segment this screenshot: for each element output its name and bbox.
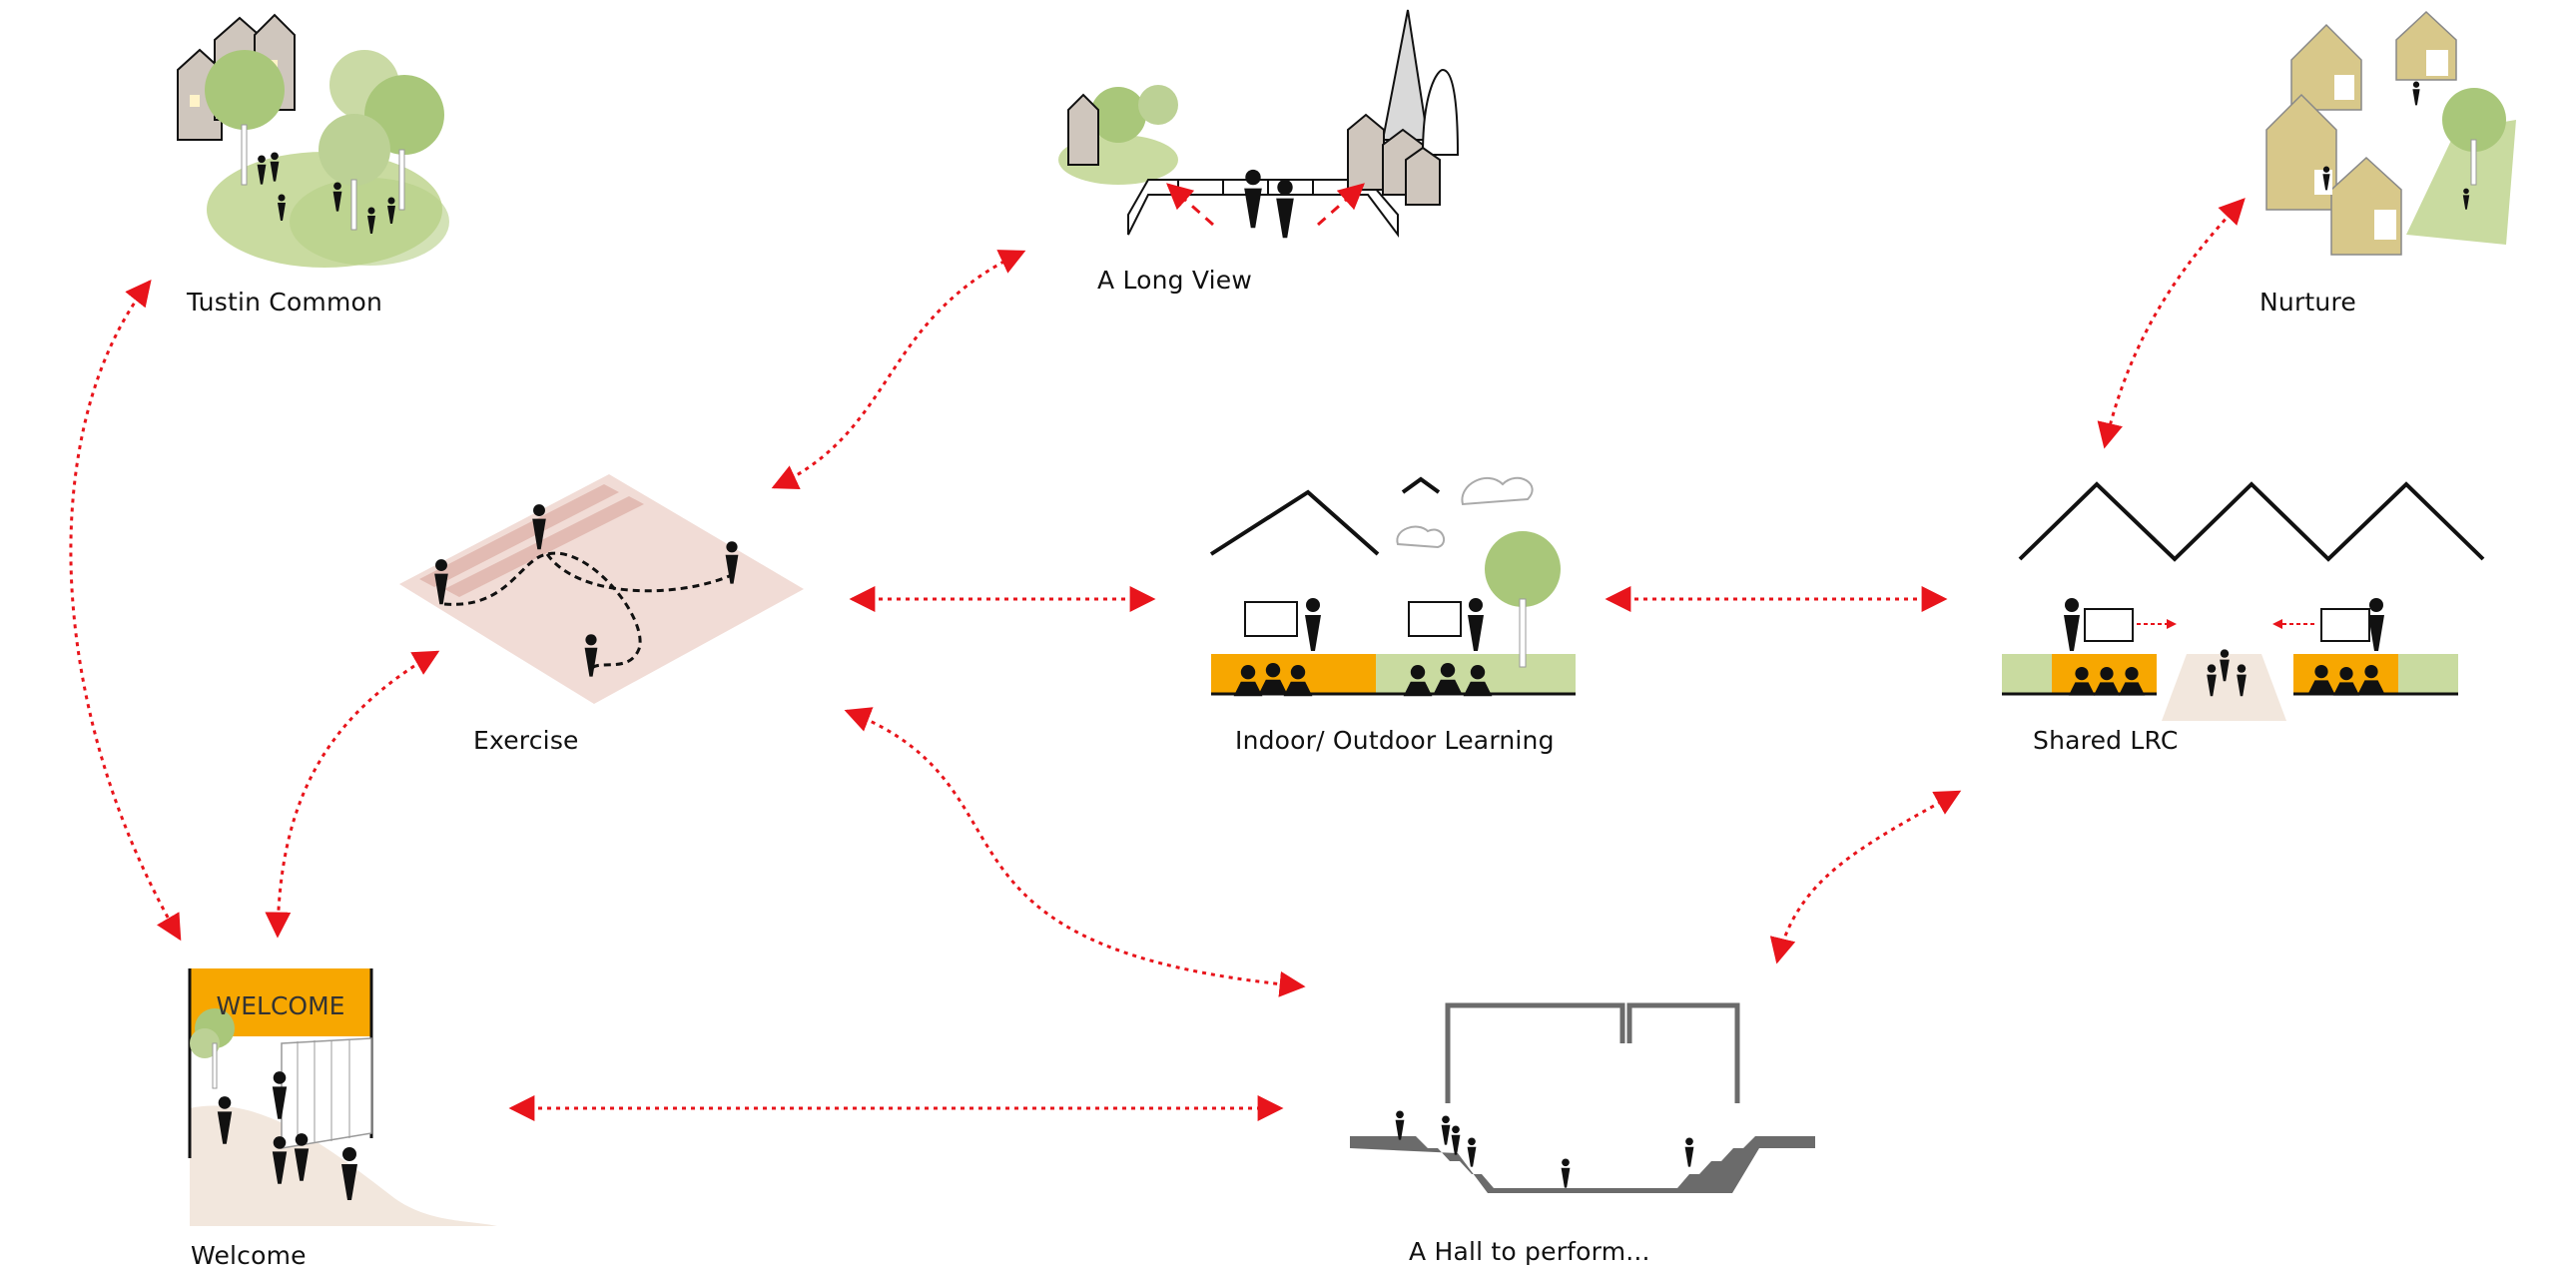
arrow-hall-lrc (1769, 790, 1962, 964)
label-indoor-outdoor-learning: Indoor/ Outdoor Learning (1235, 726, 1555, 755)
label-a-hall-to-perform: A Hall to perform... (1409, 1237, 1650, 1266)
hall-illustration (1350, 1002, 1815, 1193)
label-tustin-common: Tustin Common (187, 288, 383, 317)
learning-illustration (1209, 476, 1576, 697)
arrow-exercise-welcome (265, 650, 440, 939)
arrow-exercise-hall (844, 707, 1306, 997)
label-exercise: Exercise (473, 726, 579, 755)
label-a-long-view: A Long View (1097, 266, 1253, 295)
arrow-exercise-longview (771, 250, 1026, 489)
connection-arrows (69, 198, 2246, 1121)
arrow-nurture-lrc (2097, 198, 2246, 449)
long-view-illustration (1058, 9, 1460, 239)
label-welcome: Welcome (191, 1241, 307, 1270)
arrow-tustin-welcome (69, 279, 182, 942)
shared-lrc-illustration (2002, 481, 2485, 721)
label-nurture: Nurture (2259, 288, 2356, 317)
exercise-illustration (399, 474, 804, 704)
welcome-sign-text: WELCOME (217, 991, 345, 1020)
tustin-common-illustration (177, 13, 449, 268)
nurture-illustration (2265, 10, 2516, 256)
welcome-illustration (188, 968, 497, 1226)
label-shared-lrc: Shared LRC (2033, 726, 2179, 755)
